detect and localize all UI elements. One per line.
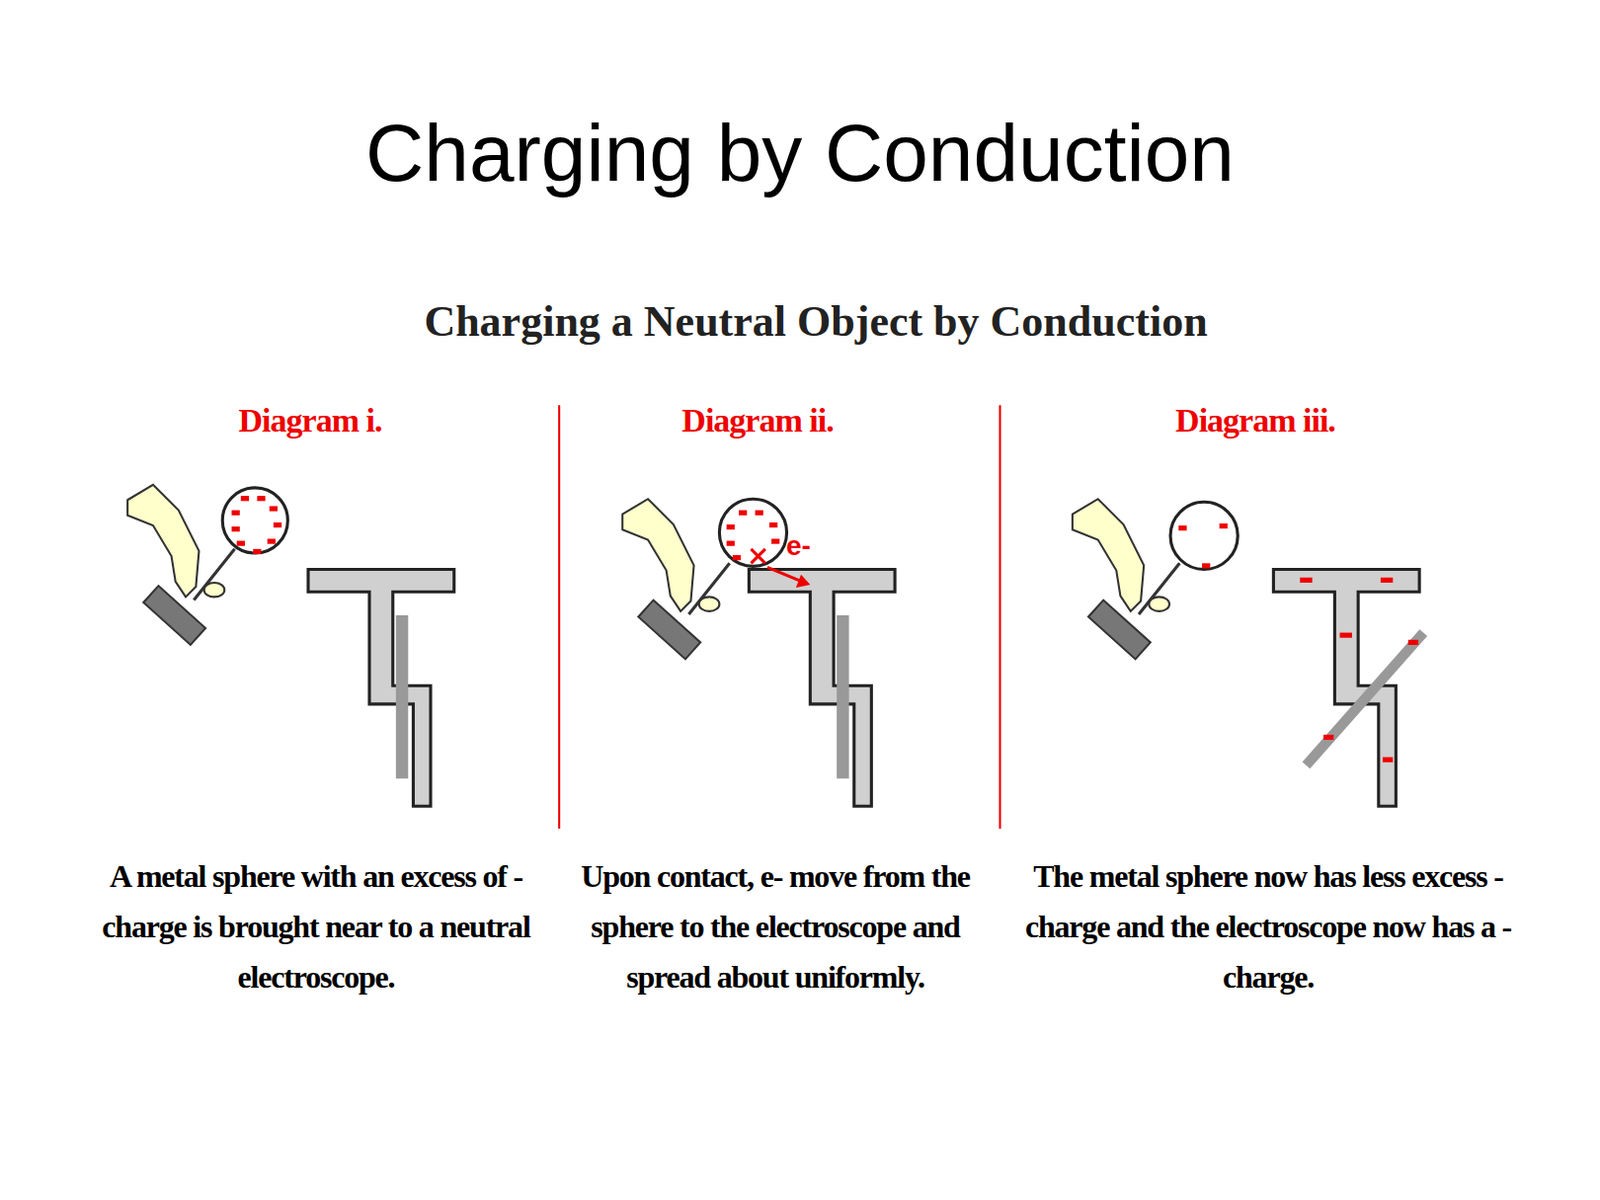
panel-caption: The metal sphere now has less excess - c… [1021,851,1516,1003]
panel-ii [622,498,895,806]
panel-caption: A metal sphere with an excess of - charg… [79,851,554,1003]
page-title: Charging by Conduction [0,103,1600,203]
electron-label: e- [786,531,826,561]
divider [998,404,1001,829]
panel-i [127,484,455,806]
panel-heading: Diagram i. [152,399,469,443]
subtitle: Charging a Neutral Object by Conduction [321,294,1310,350]
panel-heading: Diagram ii. [599,399,916,443]
panel-caption: Upon contact, e- move from the sphere to… [577,851,973,1003]
panel-iii [1072,498,1424,806]
divider [558,404,560,829]
panel-heading: Diagram iii. [1097,399,1414,443]
